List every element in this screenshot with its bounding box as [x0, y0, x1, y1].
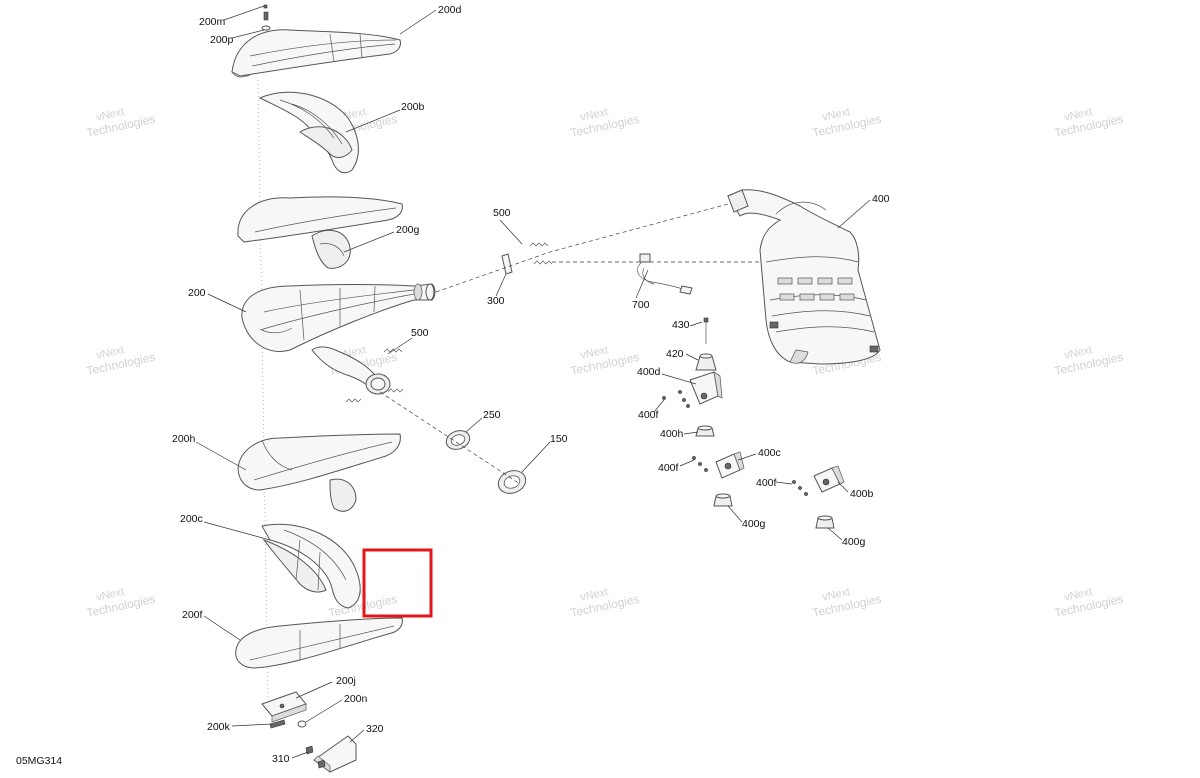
- part-400f-bolts-2[interactable]: [692, 456, 708, 472]
- label-400f-1: 400f: [638, 409, 659, 421]
- part-400b-bracket[interactable]: [813, 465, 845, 493]
- watermark-line-1: vNext: [95, 344, 125, 362]
- label-400g-1: 400g: [742, 518, 766, 530]
- part-400f-bolts-1[interactable]: [662, 390, 690, 408]
- label-200g: 200g: [396, 224, 420, 236]
- part-labels: 200m 200p 200d 200b 200g 200 500 300 500…: [16, 4, 890, 767]
- label-300: 300: [487, 295, 505, 307]
- label-400f-3: 400f: [756, 477, 777, 489]
- part-400-muffler[interactable]: [727, 189, 881, 365]
- part-400d-bracket[interactable]: [689, 371, 723, 405]
- watermark: vNext Technologies: [569, 344, 640, 378]
- label-200f: 200f: [182, 609, 203, 621]
- watermark: vNext Technologies: [811, 106, 882, 140]
- label-500-upper: 500: [493, 207, 511, 219]
- watermark: vNext Technologies: [1053, 106, 1124, 140]
- assembly-axis-line: [257, 79, 269, 701]
- part-200f-heat-shield[interactable]: [235, 617, 403, 669]
- label-400b: 400b: [850, 488, 874, 500]
- watermark-line-1: vNext: [1063, 106, 1093, 124]
- watermark-line-1: vNext: [579, 106, 609, 124]
- watermark-line-1: vNext: [1063, 344, 1093, 362]
- part-400f-bolts-3[interactable]: [792, 480, 808, 496]
- part-400c-bracket[interactable]: [715, 451, 745, 479]
- watermark: vNext Technologies: [569, 586, 640, 620]
- part-500-spring-lower[interactable]: [345, 348, 404, 403]
- part-300-clamp[interactable]: [501, 253, 513, 275]
- label-500-lower: 500: [411, 327, 429, 339]
- watermark: vNext Technologies: [569, 106, 640, 140]
- part-700-sensor[interactable]: [637, 253, 693, 295]
- label-700: 700: [632, 299, 650, 311]
- label-200h: 200h: [172, 433, 196, 445]
- watermark: vNext Technologies: [1053, 586, 1124, 620]
- label-250: 250: [483, 409, 501, 421]
- label-200b: 200b: [401, 101, 425, 113]
- label-400h: 400h: [660, 428, 684, 440]
- label-200m: 200m: [199, 16, 226, 28]
- part-200-elbow[interactable]: [311, 346, 391, 395]
- label-320: 320: [366, 723, 384, 735]
- label-310: 310: [272, 753, 290, 765]
- watermark: vNext Technologies: [85, 344, 156, 378]
- part-200b-heat-shield[interactable]: [258, 91, 359, 174]
- watermark: vNext Technologies: [1053, 344, 1124, 378]
- watermark: vNext Technologies: [85, 586, 156, 620]
- part-200d-heat-shield[interactable]: [230, 29, 401, 78]
- label-400f-2: 400f: [658, 462, 679, 474]
- part-430-bolt[interactable]: [703, 317, 709, 344]
- part-200h-heat-shield[interactable]: [237, 433, 401, 512]
- part-200-exhaust-pipe[interactable]: [241, 283, 436, 352]
- label-150: 150: [550, 433, 568, 445]
- diagram-code: 05MG314: [16, 755, 62, 767]
- part-200k-bolt[interactable]: [269, 719, 286, 729]
- label-200n: 200n: [344, 693, 368, 705]
- label-400c: 400c: [758, 447, 781, 459]
- assembly-line-muffler: [435, 203, 729, 293]
- label-400g-2: 400g: [842, 536, 866, 548]
- part-400g-isolator-1[interactable]: [713, 493, 733, 507]
- label-200d: 200d: [438, 4, 462, 16]
- part-400g-isolator-2[interactable]: [815, 515, 835, 529]
- part-200m-bolt[interactable]: [263, 4, 269, 21]
- part-400h-isolator[interactable]: [695, 425, 715, 437]
- label-430: 430: [672, 319, 690, 331]
- part-150-gasket[interactable]: [495, 467, 529, 497]
- label-200c: 200c: [180, 513, 203, 525]
- watermark: vNext Technologies: [85, 106, 156, 140]
- label-200p: 200p: [210, 34, 234, 46]
- label-200: 200: [188, 287, 206, 299]
- watermark-line-1: vNext: [821, 106, 851, 124]
- watermark-line-1: vNext: [95, 106, 125, 124]
- watermark-line-1: vNext: [95, 586, 125, 604]
- part-200j-bracket[interactable]: [261, 691, 307, 723]
- label-420: 420: [666, 348, 684, 360]
- label-200j: 200j: [336, 675, 356, 687]
- part-200n-nut[interactable]: [297, 720, 307, 728]
- watermark-line-1: vNext: [1063, 586, 1093, 604]
- label-400d: 400d: [637, 366, 661, 378]
- label-200k: 200k: [207, 721, 231, 733]
- watermark-line-1: vNext: [579, 586, 609, 604]
- part-500-spring-upper[interactable]: [529, 242, 553, 265]
- label-400: 400: [872, 193, 890, 205]
- leader-lines: [195, 5, 871, 759]
- part-250-gasket[interactable]: [444, 427, 473, 452]
- part-420-grommet[interactable]: [695, 353, 717, 371]
- watermark-line-1: vNext: [821, 586, 851, 604]
- highlight-box: [362, 548, 433, 618]
- watermark-line-1: vNext: [579, 344, 609, 362]
- part-200p-washer[interactable]: [261, 25, 271, 31]
- part-200c-heat-shield[interactable]: [261, 523, 361, 609]
- part-200g-heat-shield[interactable]: [237, 196, 403, 269]
- watermark-group: vNext Technologies vNext Technologies vN…: [85, 106, 1124, 620]
- watermark: vNext Technologies: [811, 586, 882, 620]
